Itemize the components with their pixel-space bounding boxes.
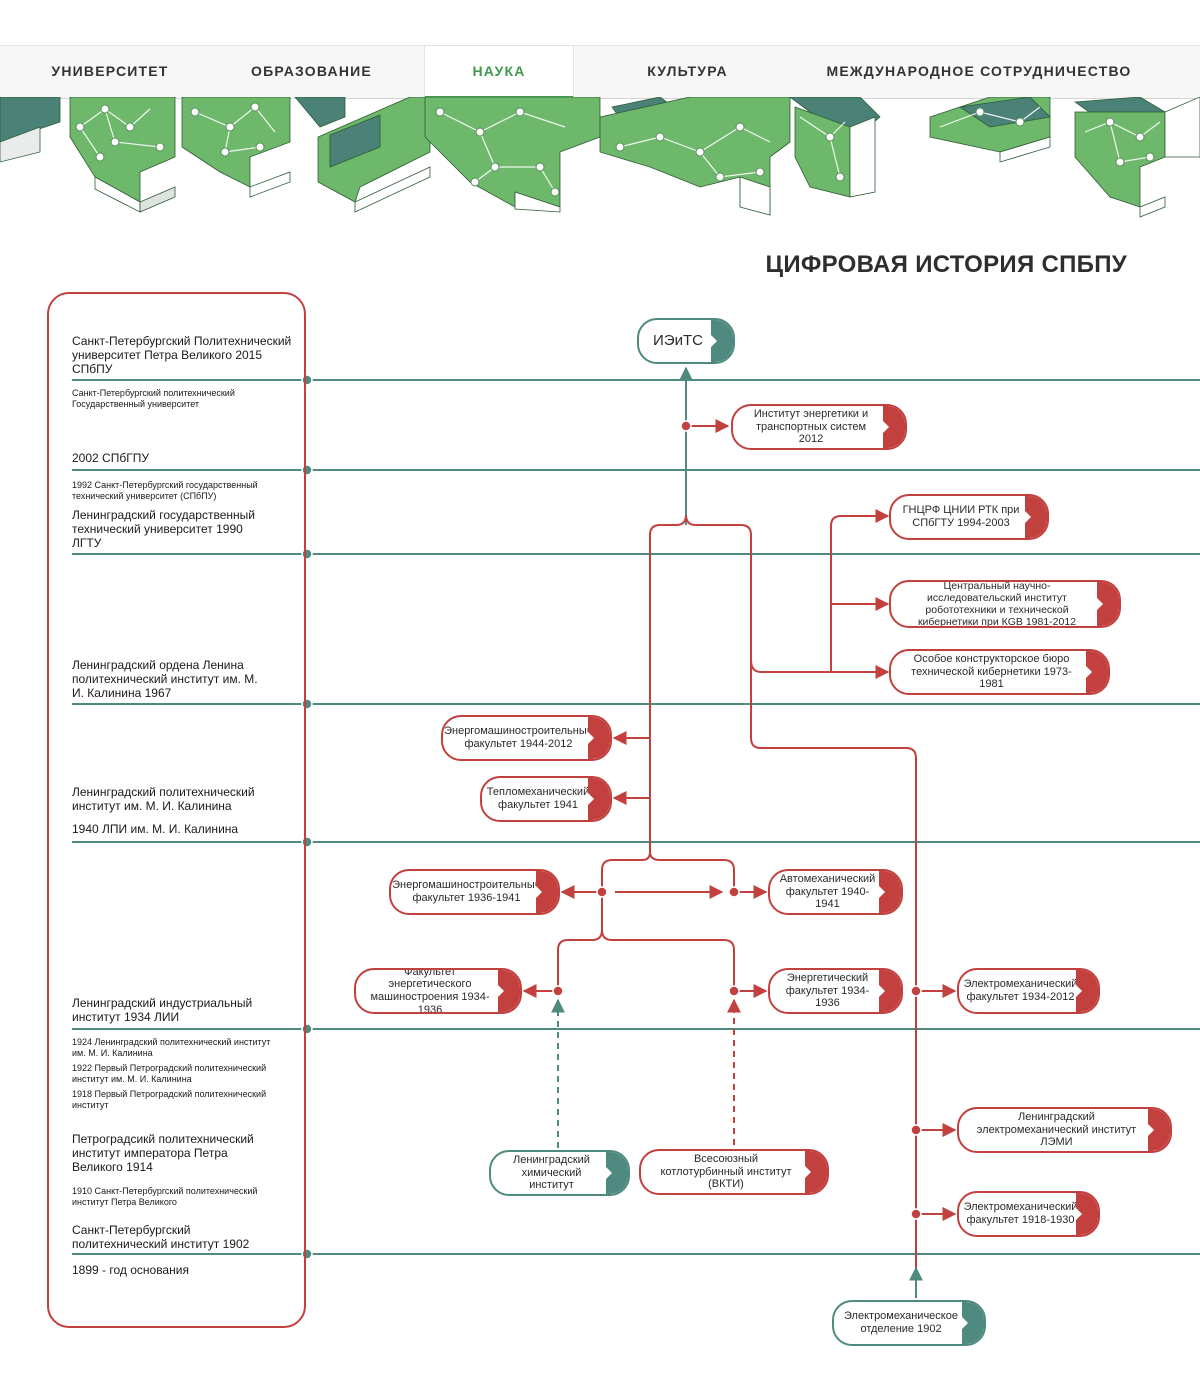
node-cniirtk[interactable]: Центральный научно-исследовательский инс… [889, 580, 1121, 628]
era-label-1990: Ленинградский государственный технически… [72, 508, 255, 550]
node-tab-icon [497, 970, 520, 1012]
node-label: Автомеханический факультет 1940-1941 [779, 873, 876, 911]
node-label: Всесоюзный котлотурбинный институт (ВКТИ… [660, 1153, 792, 1191]
node-label: Особое конструкторское бюро технической … [911, 653, 1072, 691]
nav-item-culture[interactable]: КУЛЬТУРА [647, 63, 728, 79]
era-label-1910: 1910 Санкт-Петербургский политехнический… [72, 1186, 258, 1207]
node-ieits[interactable]: ИЭиТС [637, 318, 735, 364]
era-label-1940: 1940 ЛПИ им. М. И. Калинина [72, 822, 239, 836]
node-electromech-dept-1902[interactable]: Электромеханическое отделение 1902 [832, 1300, 986, 1346]
main-navigation: УНИВЕРСИТЕТ ОБРАЗОВАНИЕ НАУКА КУЛЬТУРА М… [0, 45, 1200, 99]
nav-item-international[interactable]: МЕЖДУНАРОДНОЕ СОТРУДНИЧЕСТВО [826, 63, 1132, 79]
era-label-1902: Санкт-Петербургский политехнический инст… [72, 1223, 250, 1251]
node-label: Энергомашиностроительный факультет 1944-… [444, 725, 593, 750]
decorative-banner [0, 97, 1200, 218]
node-tab-icon [587, 778, 610, 820]
node-tab-icon [882, 406, 905, 448]
node-lemi[interactable]: Ленинградский электромеханический инстит… [957, 1107, 1172, 1153]
node-tab-icon [961, 1302, 984, 1344]
node-tab-icon [1075, 970, 1098, 1012]
node-electromech-1934[interactable]: Электромеханический факультет 1934-2012 [957, 968, 1100, 1014]
node-label: Ленинградский электромеханический инстит… [976, 1111, 1137, 1149]
node-teplomech-1941[interactable]: Тепломеханический факультет 1941 [480, 776, 612, 822]
node-tab-icon [535, 871, 558, 913]
node-tab-icon [1075, 1193, 1098, 1235]
era-label-1918: 1918 Первый Петроградский политехнически… [72, 1089, 267, 1110]
era-label-1992: 1992 Санкт-Петербургский государственный… [72, 480, 258, 501]
nav-item-education[interactable]: ОБРАЗОВАНИЕ [251, 63, 372, 79]
era-label-1924: 1924 Ленинградский политехнический инсти… [72, 1037, 271, 1058]
node-label: Факультет энергетического машиностроения… [370, 968, 490, 1014]
node-tab-icon [804, 1151, 827, 1193]
page-title: ЦИФРОВАЯ ИСТОРИЯ СПБПУ [765, 251, 1127, 278]
node-tab-icon [1147, 1109, 1170, 1151]
node-tab-icon [710, 320, 733, 362]
node-energomash-1944[interactable]: Энергомашиностроительный факультет 1944-… [441, 715, 612, 761]
node-lhi[interactable]: Ленинградский химический институт [489, 1150, 630, 1196]
node-fem-1934[interactable]: Факультет энергетического машиностроения… [354, 968, 522, 1014]
node-vkti[interactable]: Всесоюзный котлотурбинный институт (ВКТИ… [639, 1149, 829, 1195]
node-label: Электромеханическое отделение 1902 [844, 1310, 958, 1335]
node-institute-energy-2012[interactable]: Институт энергетики и транспортных систе… [731, 404, 907, 450]
node-tab-icon [587, 717, 610, 759]
era-timeline-frame [47, 292, 306, 1328]
node-automech-1940[interactable]: Автомеханический факультет 1940-1941 [768, 869, 903, 915]
nav-item-university[interactable]: УНИВЕРСИТЕТ [51, 63, 169, 79]
node-label: Ленинградский химический институт [513, 1154, 590, 1192]
era-label-1914: Петроградсикй политехнический институт и… [72, 1132, 254, 1174]
node-tab-icon [1096, 582, 1119, 626]
node-gncrf[interactable]: ГНЦРФ ЦНИИ РТК при СПбГТУ 1994-2003 [889, 494, 1049, 540]
node-label: Тепломеханический факультет 1941 [486, 786, 590, 811]
node-label: Центральный научно-исследовательский инс… [917, 580, 1077, 628]
era-lines [72, 379, 1200, 1255]
era-label-1899: 1899 - год основания [72, 1263, 189, 1277]
era-label-2015: Санкт-Петербургский Политехнический унив… [72, 334, 292, 376]
node-label: Электромеханический факультет 1934-2012 [963, 978, 1078, 1003]
node-label: Энергомашиностроительный факультет 1936-… [392, 879, 541, 904]
node-electromech-1918[interactable]: Электромеханический факультет 1918-1930 [957, 1191, 1100, 1237]
node-tab-icon [878, 871, 901, 913]
node-label: ИЭиТС [653, 332, 703, 350]
node-energ-1934[interactable]: Энергетический факультет 1934-1936 [768, 968, 903, 1014]
node-okb[interactable]: Особое конструкторское бюро технической … [889, 649, 1110, 695]
node-energomash-1936[interactable]: Энергомашиностроительный факультет 1936-… [389, 869, 560, 915]
node-label: Электромеханический факультет 1918-1930 [963, 1201, 1078, 1226]
nav-item-science[interactable]: НАУКА [424, 46, 574, 99]
node-label: Институт энергетики и транспортных систе… [753, 408, 869, 446]
era-label-lpi: Ленинградский политехнический институт и… [72, 785, 255, 813]
era-label-1934: Ленинградский индустриальный институт 19… [72, 996, 253, 1024]
node-tab-icon [1024, 496, 1047, 538]
node-label: ГНЦРФ ЦНИИ РТК при СПбГТУ 1994-2003 [902, 504, 1020, 529]
node-label: Энергетический факультет 1934-1936 [785, 972, 870, 1010]
node-tab-icon [878, 970, 901, 1012]
era-label-2002: 2002 СПбГПУ [72, 451, 149, 465]
era-label-1967: Ленинградский ордена Ленина политехничес… [72, 658, 258, 700]
era-label-1922: 1922 Первый Петроградский политехнически… [72, 1063, 267, 1084]
node-tab-icon [1085, 651, 1108, 693]
node-tab-icon [605, 1152, 628, 1194]
era-label-spbgpu: Санкт-Петербургский политехнический Госу… [72, 388, 235, 409]
